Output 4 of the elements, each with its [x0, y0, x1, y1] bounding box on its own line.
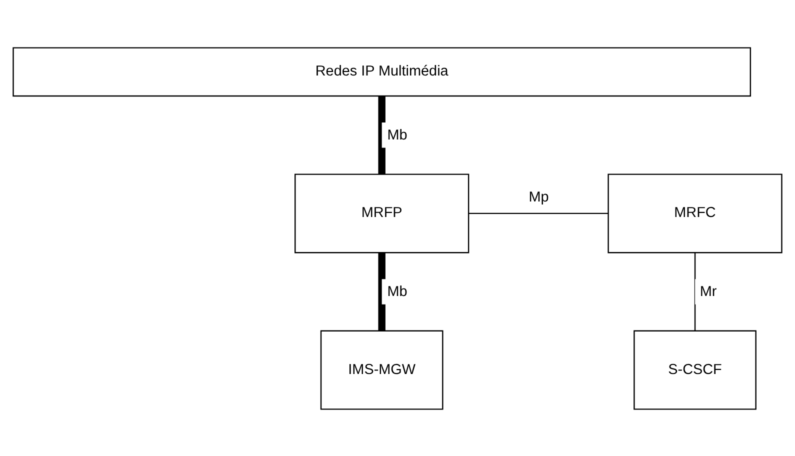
- edge-label: Mb: [387, 284, 408, 300]
- edge-label: Mr: [700, 284, 717, 300]
- edge-label: Mp: [528, 189, 549, 206]
- edge-label: Mb: [387, 126, 408, 143]
